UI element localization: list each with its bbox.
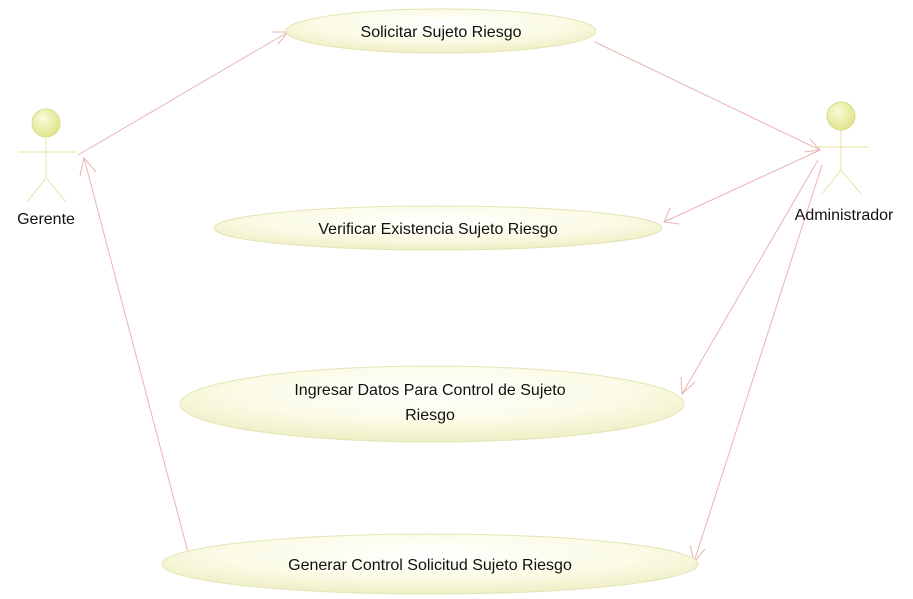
arrowhead-administrador [803,138,822,153]
actor-administrador[interactable]: Administrador [795,101,894,224]
arrowhead-ingresar [680,376,696,396]
association-administrador-ingresar [681,159,819,395]
use-case-solicitar[interactable]: Solicitar Sujeto Riesgo [285,8,597,54]
use-case-ingresar-ellipse [179,365,685,443]
actor-gerente-label: Gerente [17,211,75,228]
use-case-solicitar-label: Solicitar Sujeto Riesgo [361,24,522,41]
actor-gerente-head [31,108,61,138]
use-case-ingresar[interactable]: Ingresar Datos Para Control de Sujeto Ri… [179,365,685,443]
actor-administrador-label: Administrador [795,207,894,224]
association-solicitar-administrador [594,41,821,151]
use-case-verificar[interactable]: Verificar Existencia Sujeto Riesgo [213,205,663,251]
association-administrador-verificar [663,149,821,223]
use-case-generar-ellipse [161,533,699,595]
association-generar-gerente [83,157,191,561]
actor-administrador-right-leg [840,169,863,196]
association-gerente-solicitar [77,31,289,156]
use-case-ingresar-label-line1: Ingresar Datos Para Control de Sujeto [294,382,565,399]
arrowhead-verificar [663,207,680,225]
actor-administrador-left-leg [820,169,842,196]
use-case-verificar-label: Verificar Existencia Sujeto Riesgo [318,221,557,238]
association-administrador-generar [693,164,823,563]
actor-administrador-head [826,101,856,131]
associations [77,31,823,564]
actor-gerente-right-leg [45,177,67,203]
use-case-generar-label: Generar Control Solicitud Sujeto Riesgo [288,557,572,574]
actor-gerente[interactable]: Gerente [17,108,76,228]
use-case-solicitar-ellipse [285,8,597,54]
use-case-ingresar-label-line2: Riesgo [405,407,455,424]
use-case-generar[interactable]: Generar Control Solicitud Sujeto Riesgo [161,533,699,595]
arrowhead-gerente [79,156,97,177]
use-case-verificar-ellipse [213,205,663,251]
actor-gerente-left-leg [26,177,47,203]
